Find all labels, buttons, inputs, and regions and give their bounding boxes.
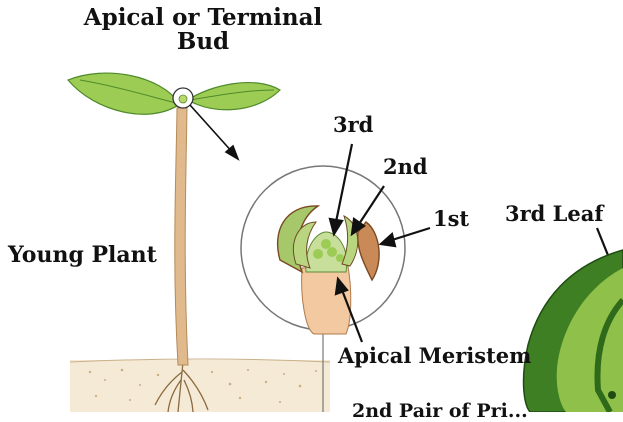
apical-meristem-label: Apical Meristem [338,345,531,367]
third-leaf-label: 3rd Leaf [505,203,603,225]
apical-bud-label: Apical or Terminal Bud [72,6,334,54]
diagram-canvas: Apical or Terminal Bud Young Plant 3rd 2… [0,0,623,412]
right-leaf [188,83,280,110]
young-plant-stem [175,108,188,365]
young-plant-label: Young Plant [8,244,157,267]
second-pair-label: 2nd [383,156,428,178]
third-leaf-plant [524,250,623,412]
left-leaf [68,73,180,114]
third-pair-label: 3rd [333,114,373,136]
bud-arrow [190,105,238,159]
first-pair-label: 1st [433,208,469,230]
soil [70,359,330,412]
